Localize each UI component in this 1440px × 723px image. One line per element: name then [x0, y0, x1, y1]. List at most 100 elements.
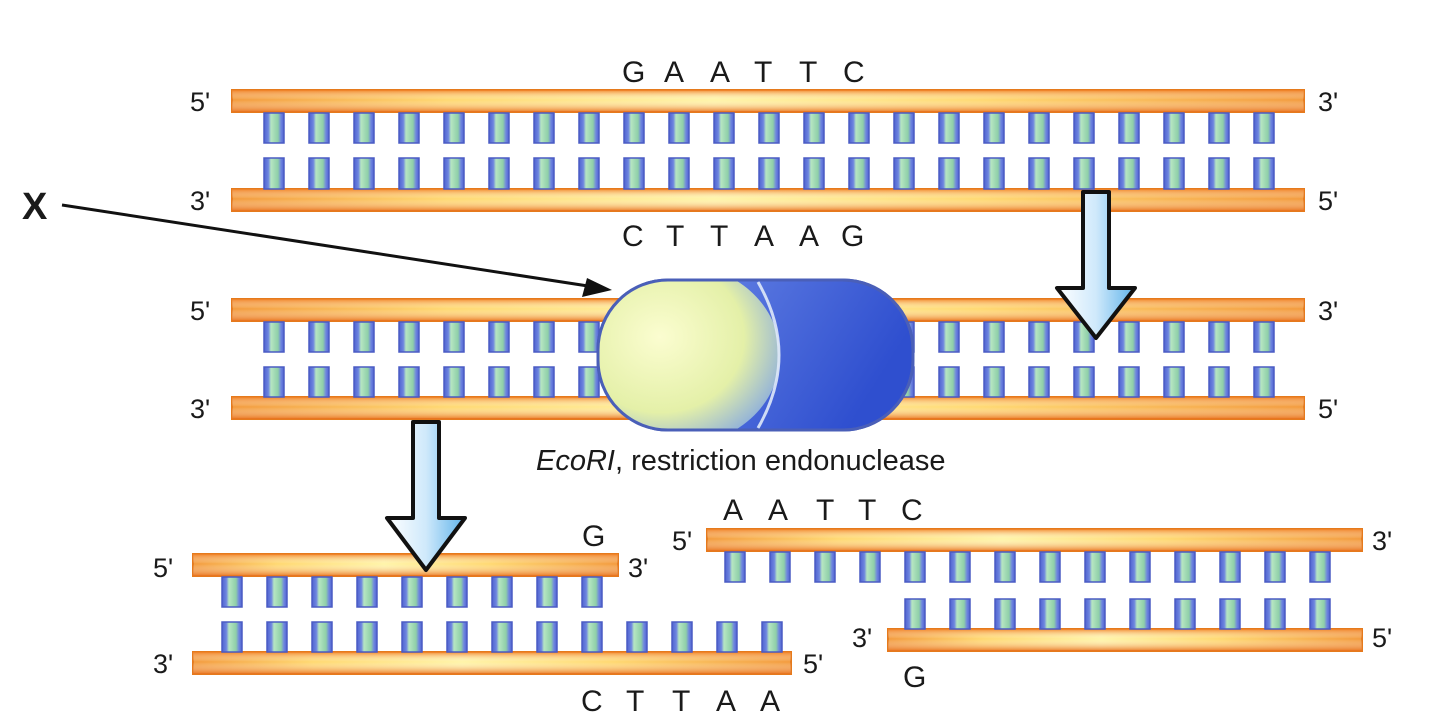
- base: [446, 576, 468, 608]
- base: [1084, 551, 1106, 583]
- base: [994, 551, 1016, 583]
- base: [308, 157, 330, 190]
- base: [803, 112, 825, 144]
- base: [581, 621, 603, 653]
- base: [1219, 551, 1241, 583]
- base: [713, 157, 735, 190]
- base: [353, 321, 375, 353]
- base: [353, 157, 375, 190]
- base: [938, 366, 960, 398]
- seq-base: C: [843, 56, 865, 89]
- top-duplex-top-strand: [231, 89, 1305, 113]
- base: [1253, 112, 1275, 144]
- seq-base: A: [768, 494, 789, 527]
- base: [1208, 112, 1230, 144]
- base: [893, 157, 915, 190]
- base: [356, 576, 378, 608]
- left-fragment-top-left-end: 5': [153, 553, 173, 583]
- base: [724, 551, 746, 583]
- enzyme-description: , restriction endonuclease: [615, 445, 945, 477]
- base: [1219, 598, 1241, 630]
- base: [848, 112, 870, 144]
- top-duplex-bottom-strand: [231, 188, 1305, 212]
- base: [1073, 366, 1095, 398]
- base: [983, 157, 1005, 190]
- base: [1208, 366, 1230, 398]
- base: [533, 157, 555, 190]
- top-duplex-top-sequence: G A A T T C: [622, 56, 865, 89]
- base: [533, 366, 555, 398]
- enzyme-caption: EcoRI, restriction endonuclease: [536, 445, 945, 477]
- base: [398, 321, 420, 353]
- base: [1163, 157, 1185, 190]
- base: [446, 621, 468, 653]
- base: [398, 157, 420, 190]
- base: [803, 157, 825, 190]
- pointer-x: X: [22, 186, 612, 297]
- base: [1264, 598, 1286, 630]
- base: [668, 112, 690, 144]
- base: [491, 576, 513, 608]
- seq-base: T: [858, 494, 877, 527]
- down-arrow-right: [1055, 190, 1137, 340]
- right-fragment-bottom-strand: [887, 628, 1363, 652]
- seq-base: A: [723, 494, 744, 527]
- base: [761, 621, 783, 653]
- base: [353, 366, 375, 398]
- seq-base: C: [622, 220, 644, 253]
- base: [266, 576, 288, 608]
- base: [308, 321, 330, 353]
- base: [1118, 112, 1140, 144]
- seq-base: A: [716, 685, 737, 718]
- top-duplex-bottom-sequence: C T T A A G: [622, 220, 864, 253]
- base: [308, 366, 330, 398]
- seq-base: T: [626, 685, 645, 718]
- base: [1253, 157, 1275, 190]
- base: [491, 621, 513, 653]
- base: [1073, 112, 1095, 144]
- base: [1309, 551, 1331, 583]
- base: [536, 621, 558, 653]
- seq-base: T: [799, 56, 818, 89]
- base: [623, 157, 645, 190]
- seq-base: T: [666, 220, 685, 253]
- seq-base: T: [710, 220, 729, 253]
- base: [983, 112, 1005, 144]
- base: [1129, 551, 1151, 583]
- base: [938, 321, 960, 353]
- base: [904, 551, 926, 583]
- base: [356, 621, 378, 653]
- left-fragment-bottom-right-end: 5': [803, 649, 823, 679]
- base: [488, 157, 510, 190]
- base: [443, 366, 465, 398]
- base: [983, 321, 1005, 353]
- top-duplex-bottom-right-end: 5': [1318, 186, 1338, 216]
- base: [994, 598, 1016, 630]
- base: [353, 112, 375, 144]
- base: [488, 321, 510, 353]
- right-fragment-bottom-right-end: 5': [1372, 623, 1392, 653]
- base: [814, 551, 836, 583]
- right-fragment-bottom-sequence: G: [903, 661, 927, 694]
- base: [1118, 321, 1140, 353]
- base: [938, 157, 960, 190]
- seq-base: C: [901, 494, 923, 527]
- base: [623, 112, 645, 144]
- base: [904, 598, 926, 630]
- base: [949, 551, 971, 583]
- pointer-label: X: [22, 186, 48, 228]
- base: [311, 621, 333, 653]
- base: [1309, 598, 1331, 630]
- left-fragment-top-sequence: G: [582, 520, 606, 553]
- seq-base: A: [760, 685, 781, 718]
- middle-duplex-top-right-end: 3': [1318, 296, 1338, 326]
- base: [443, 157, 465, 190]
- base: [1039, 551, 1061, 583]
- middle-duplex-top-left-end: 5': [190, 296, 210, 326]
- top-duplex-top-right-end: 3': [1318, 87, 1338, 117]
- seq-base: A: [664, 56, 685, 89]
- base: [1163, 321, 1185, 353]
- base: [1118, 157, 1140, 190]
- base: [308, 112, 330, 144]
